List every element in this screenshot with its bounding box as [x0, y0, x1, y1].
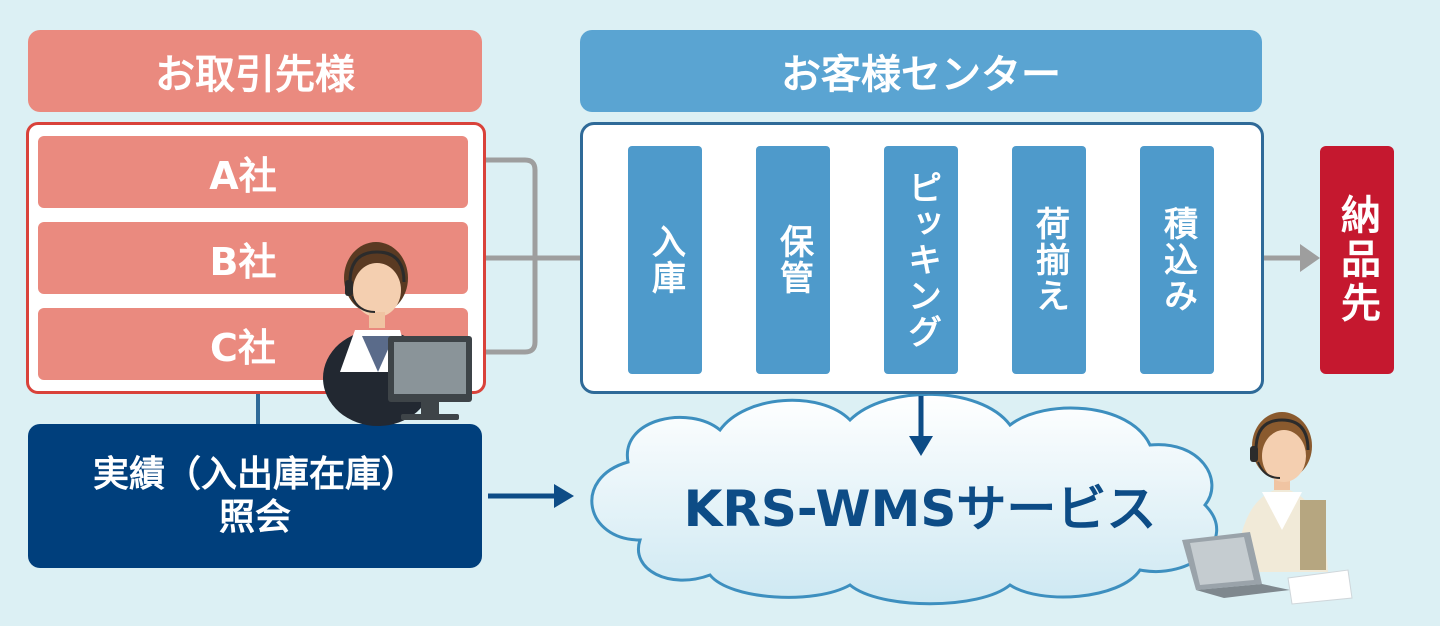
arrow-down-icon: [909, 436, 933, 456]
cloud-shape: [590, 392, 1219, 606]
step-picking: ピッキング: [884, 146, 958, 374]
operator-headset-monitor-icon: [323, 242, 472, 426]
results-line-2: 照会: [218, 497, 291, 538]
partner-a: A社: [38, 136, 468, 208]
step-assembly: 荷揃え: [1012, 146, 1086, 374]
destination-box: 納品先: [1320, 146, 1394, 374]
step-storage: 保管: [756, 146, 830, 374]
center-header: お客様センター: [580, 30, 1262, 112]
service-name: KRS-WMSサービス: [683, 480, 1157, 538]
operator-headset-laptop-icon: [1182, 412, 1353, 605]
results-inquiry-box: 実績（入出庫在庫） 照会: [28, 424, 482, 568]
arrow-right-icon: [554, 484, 574, 508]
results-line-1: 実績（入出庫在庫）: [92, 453, 417, 495]
partners-header: お取引先様: [28, 30, 482, 112]
step-inbound: 入庫: [628, 146, 702, 374]
step-loading: 積込み: [1140, 146, 1214, 374]
